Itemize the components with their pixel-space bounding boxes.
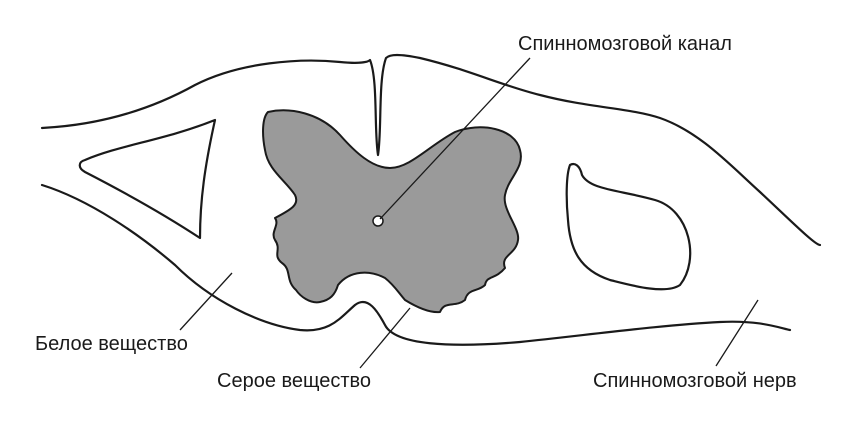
grey-matter-leader: [359, 307, 411, 369]
white-matter-label: Белое вещество: [35, 333, 188, 355]
spinal-canal-label: Спинномозговой канал: [518, 33, 732, 55]
left-lateral-cavity: [78, 118, 217, 240]
white-matter-leader: [179, 272, 233, 331]
right-lateral-cavity: [565, 162, 692, 291]
lower-contour: [40, 183, 792, 346]
spinal-canal-leader: [379, 57, 531, 220]
upper-contour: [40, 53, 822, 247]
grey-matter-label: Серое вещество: [217, 370, 372, 392]
grey-matter-shape: [262, 109, 522, 314]
spinal-nerve-leader: [715, 299, 759, 367]
spinal-nerve-label: Спинномозговой нерв: [593, 370, 797, 392]
